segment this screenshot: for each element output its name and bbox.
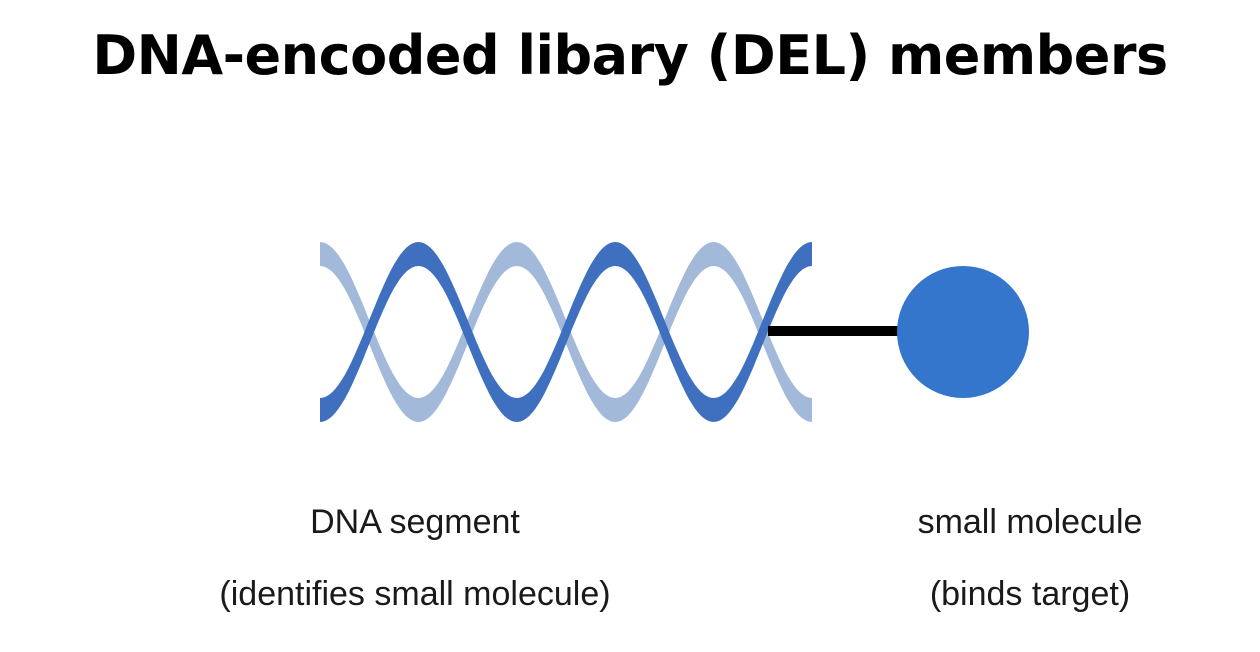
small-molecule-sublabel: (binds target) <box>929 575 1131 613</box>
dna-strand-dark <box>320 242 812 422</box>
dna-segment-label: DNA segment <box>310 503 520 541</box>
dna-segment-caption: DNA segment (identifies small molecule) <box>165 486 665 630</box>
dna-strand-dark-path <box>320 242 812 422</box>
small-molecule-caption: small molecule (binds target) <box>880 486 1180 630</box>
dna-helix-icon <box>320 242 812 422</box>
small-molecule-circle <box>897 266 1029 398</box>
slide-title: DNA-encoded libary (DEL) members <box>92 24 1168 87</box>
small-molecule-label: small molecule <box>917 503 1143 541</box>
dna-segment-sublabel: (identifies small molecule) <box>219 575 611 613</box>
